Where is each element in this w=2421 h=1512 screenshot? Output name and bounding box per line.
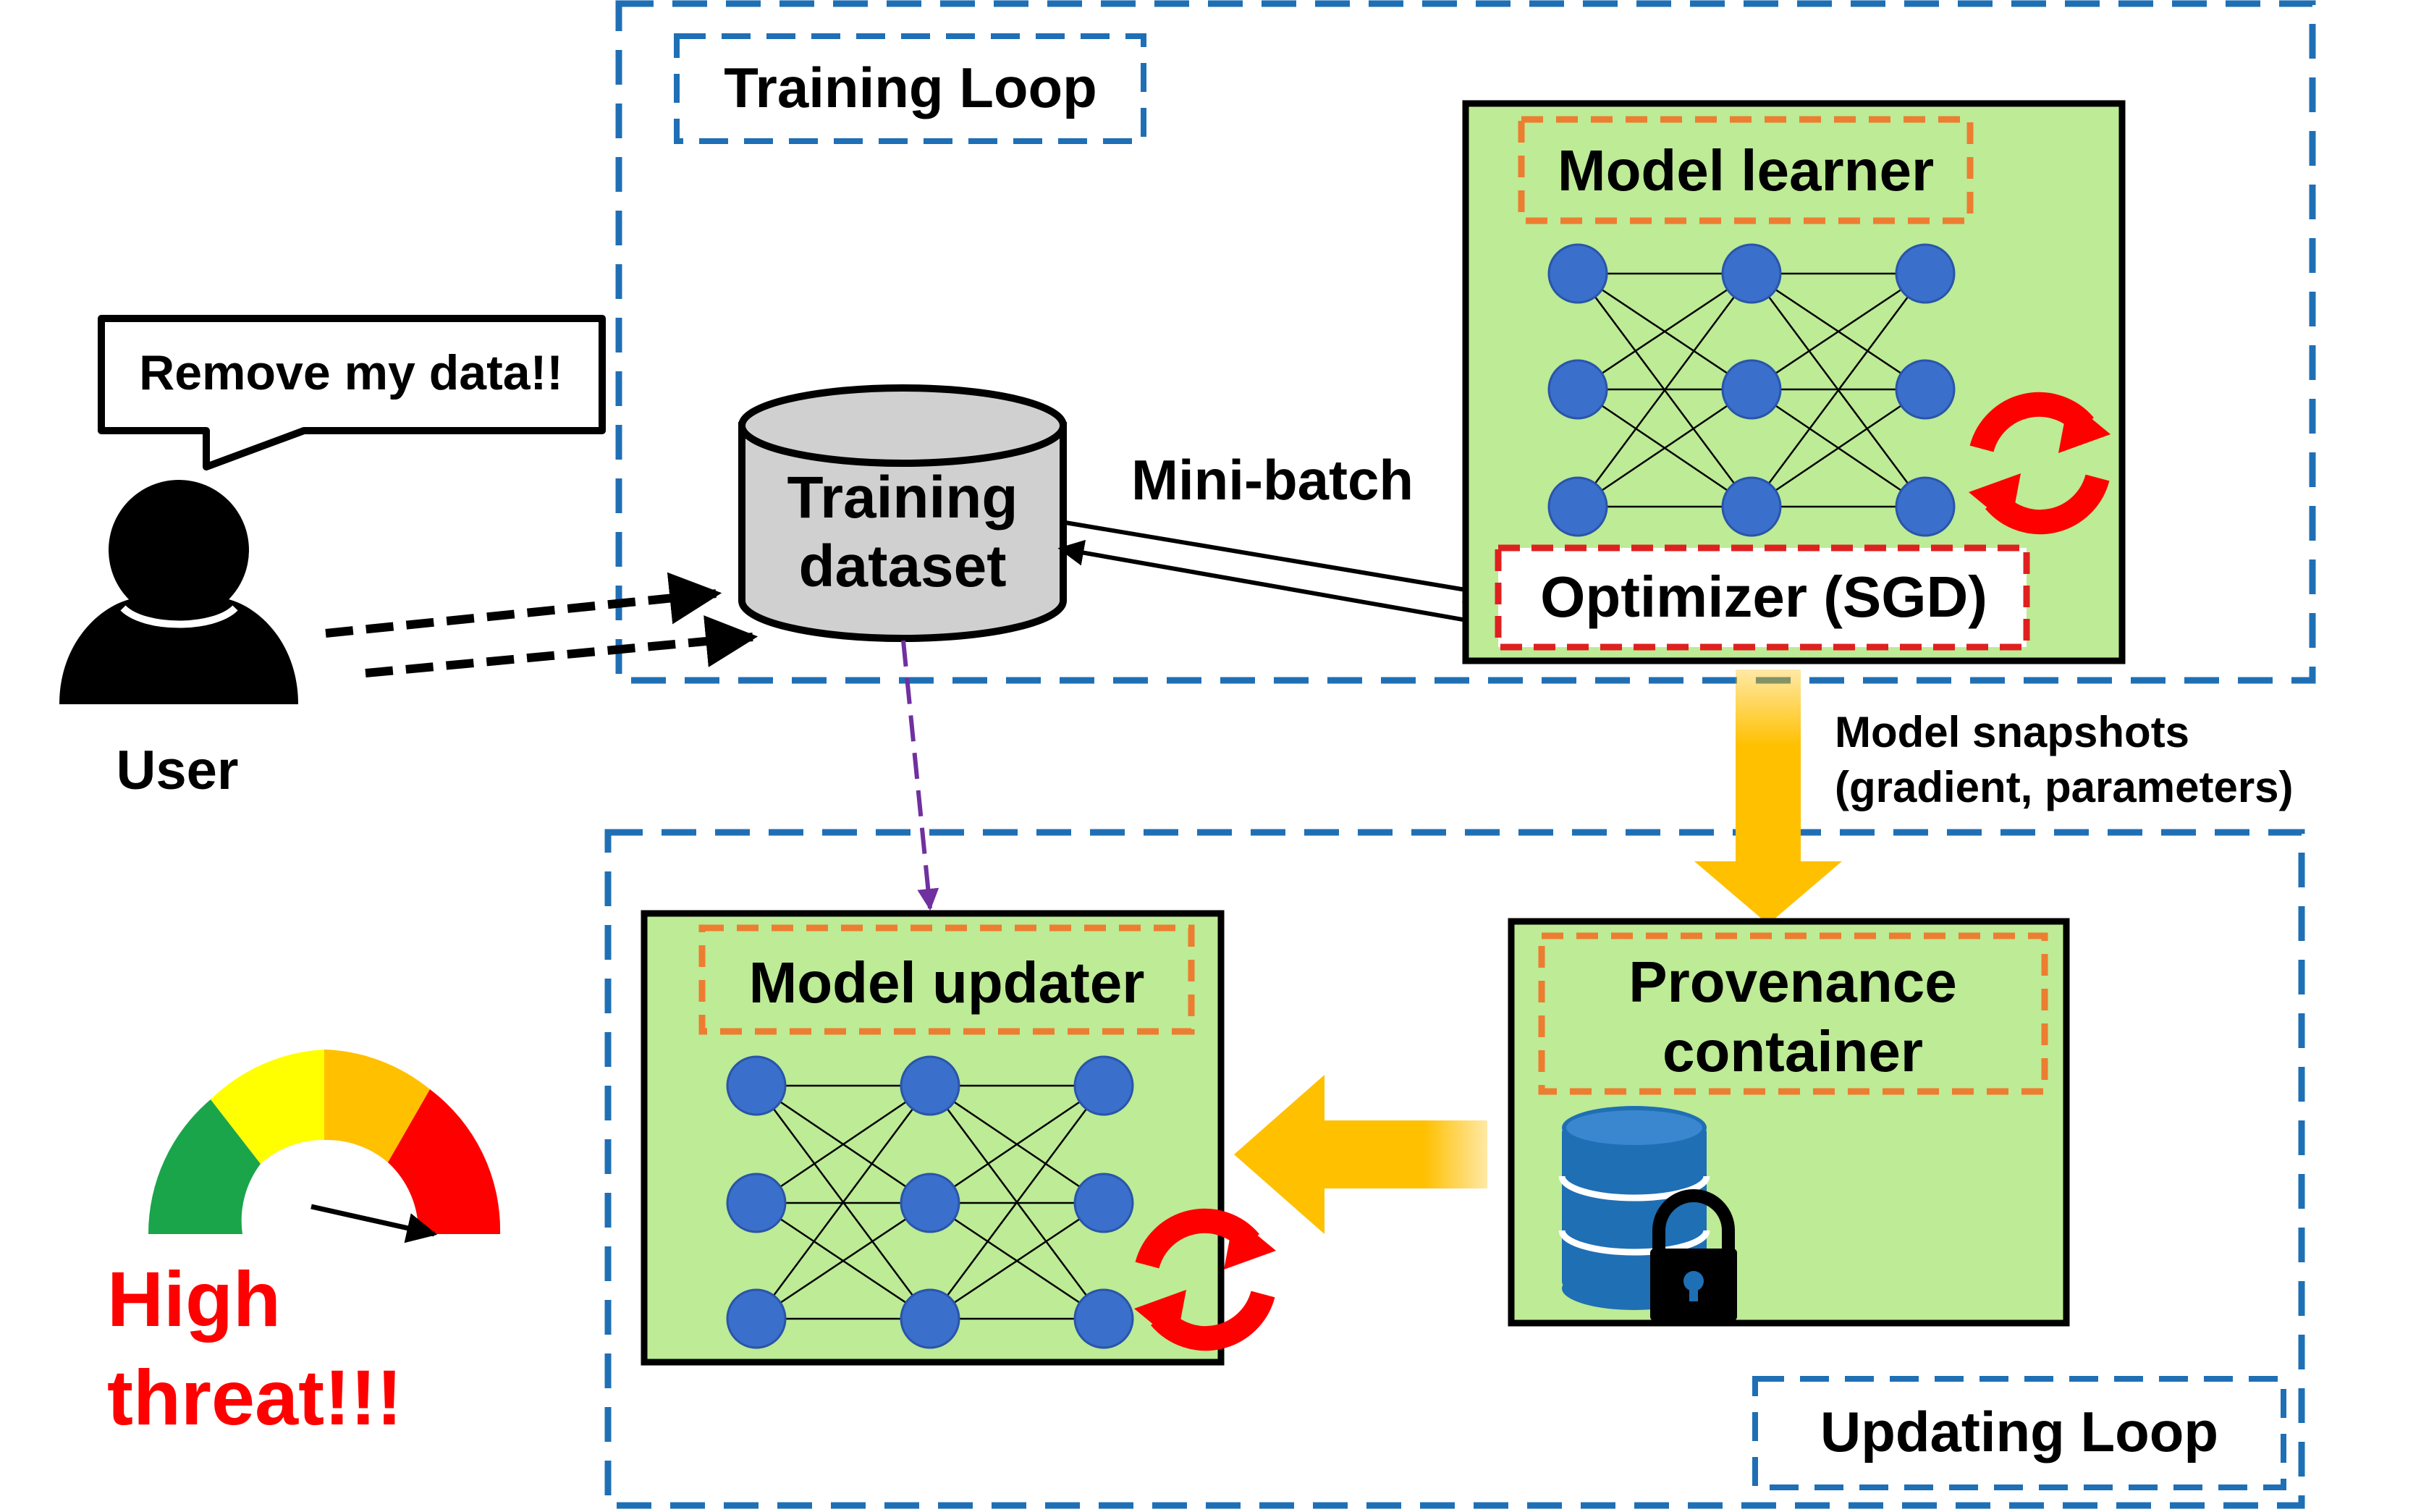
network-edge <box>755 1085 931 1319</box>
model-learner-title: Model learner <box>1558 138 1934 203</box>
user-to-dataset-arrows <box>325 572 759 677</box>
network-node <box>1073 1055 1134 1116</box>
network-edge <box>1750 273 1927 507</box>
provenance-title-box <box>1538 932 2048 1095</box>
model-updater-title: Model updater <box>749 950 1145 1015</box>
lock-icon <box>1650 1189 1737 1321</box>
updating-loop-title: Updating Loop <box>1820 1400 2218 1464</box>
network-node <box>1547 476 1608 537</box>
minibatch-arrow-to-optimizer <box>1065 520 1490 603</box>
user-arrow-2 <box>365 615 759 677</box>
snapshots-arrow: Model snapshots (gradient, parameters) <box>1694 670 2294 924</box>
network-node <box>1721 476 1782 537</box>
network-edge <box>1577 388 1752 508</box>
network-node <box>726 1055 787 1116</box>
gauge-green <box>148 1099 261 1234</box>
network-node <box>1721 243 1782 304</box>
model-learner-title-box <box>1518 116 1974 224</box>
snapshots-label-line2: (gradient, parameters) <box>1835 763 2294 811</box>
speech-bubble-shape <box>98 315 606 470</box>
updating-loop-region: Updating Loop <box>604 829 2305 1509</box>
updater-neural-network <box>726 1055 1134 1349</box>
optimizer-box <box>1495 544 2030 651</box>
threat-label-line2: threat!!! <box>107 1353 402 1441</box>
updater-refresh-icon <box>1134 1208 1276 1351</box>
user-label: User <box>117 740 239 801</box>
speech-bubble: Remove my data!! <box>98 315 606 470</box>
optimizer-label: Optimizer (SGD) <box>1540 565 1987 629</box>
training-dataset: Training dataset <box>738 384 1067 642</box>
network-node <box>1895 243 1956 304</box>
network-edge <box>1751 388 1926 508</box>
threat-gauge: High threat!!! <box>107 1049 501 1441</box>
network-edge <box>929 1084 1104 1204</box>
updating-loop-border <box>604 829 2305 1509</box>
minibatch-arrows: Mini-batch <box>1057 448 1490 626</box>
training-loop-title: Training Loop <box>724 56 1097 119</box>
network-node <box>1547 359 1608 420</box>
minibatch-label: Mini-batch <box>1131 448 1414 512</box>
dataset-to-updater-arrow <box>901 640 939 911</box>
model-updater: Model updater <box>641 910 1276 1366</box>
network-node <box>1721 359 1782 420</box>
network-edge <box>756 1201 931 1320</box>
gauge-orange <box>324 1049 430 1162</box>
network-edge <box>1577 272 1752 391</box>
network-edge <box>929 1085 1105 1319</box>
threat-label-line1: High <box>107 1255 281 1343</box>
user: User <box>59 480 298 801</box>
snapshots-arrow-shape <box>1694 670 1842 924</box>
network-edge <box>1751 272 1926 391</box>
gauge-red <box>388 1089 501 1234</box>
speech-bubble-text: Remove my data!! <box>139 345 563 400</box>
provenance-label-line2: container <box>1662 1019 1923 1084</box>
training-loop-region: Training Loop <box>615 0 2316 684</box>
network-node <box>1073 1173 1134 1233</box>
provenance-to-updater-arrow <box>1234 1075 1487 1234</box>
user-body <box>59 597 298 704</box>
training-loop-border <box>615 0 2316 684</box>
network-node <box>1547 243 1608 304</box>
cylinder-top <box>738 384 1067 467</box>
network-node <box>900 1055 960 1116</box>
dataset-label-line1: Training <box>787 465 1018 531</box>
cylinder-body <box>738 422 1067 642</box>
user-body-outline <box>120 605 238 628</box>
dataset-label-line2: dataset <box>798 533 1006 599</box>
minibatch-arrow-to-dataset <box>1057 539 1488 626</box>
user-head <box>109 480 249 620</box>
network-node <box>900 1173 960 1233</box>
model-learner: Model learner Optimizer (SGD) <box>1462 100 2126 664</box>
user-arrow-1 <box>325 572 722 638</box>
network-node <box>900 1288 960 1349</box>
learner-neural-network <box>1547 243 1956 537</box>
network-edge <box>756 1084 931 1204</box>
learner-refresh-icon <box>1969 392 2111 535</box>
provenance-label-line1: Provenance <box>1628 950 1957 1014</box>
network-edge <box>1576 273 1753 507</box>
network-node <box>726 1173 787 1233</box>
gauge-needle <box>310 1204 438 1243</box>
snapshots-label-line1: Model snapshots <box>1835 708 2189 756</box>
network-node <box>1895 359 1956 420</box>
network-node <box>726 1288 787 1349</box>
network-node <box>1073 1288 1134 1349</box>
model-updater-title-box <box>698 924 1195 1035</box>
gauge-yellow <box>211 1049 324 1164</box>
network-node <box>1895 476 1956 537</box>
updating-loop-label-box <box>1752 1376 2286 1490</box>
provenance-container: Provenance container <box>1508 918 2070 1327</box>
training-loop-label-box <box>674 33 1146 144</box>
network-edge <box>929 1201 1104 1320</box>
model-updater-box <box>641 910 1225 1366</box>
